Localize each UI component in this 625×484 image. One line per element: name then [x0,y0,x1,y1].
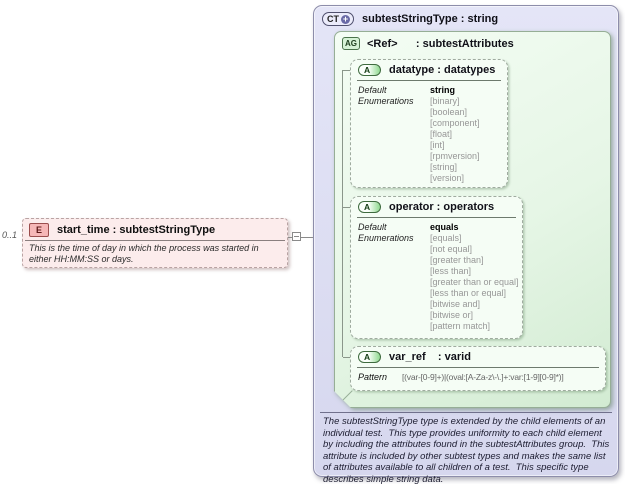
attribute-box-operator[interactable]: A operator : operators Default equals En… [350,196,523,339]
plus-icon: + [341,13,350,24]
tree-trunk-line [342,70,343,357]
attribute-group-title: <Ref> : subtestAttributes [367,37,514,50]
attribute-group-shadow: AG <Ref> : subtestAttributes A datatype … [334,31,611,408]
attribute-group-badge-icon: AG [342,37,360,50]
enum-value: [pattern match] [430,321,491,331]
enum-value: [boolean] [430,107,468,117]
attribute-title: var_ref : varid [389,351,471,363]
element-badge-icon: E [29,223,49,237]
divider [357,80,501,81]
complex-type-header[interactable]: CT+ subtestStringType : string [314,6,618,32]
pattern-label: Pattern [358,372,388,382]
complex-type-title: subtestStringType : string [362,13,499,25]
enum-value: [not equal] [430,244,473,254]
enumerations-label: Enumerations [358,96,414,106]
attribute-facets: Default equals Enumerations [equals] [no… [351,220,522,332]
enum-value: [less than] [430,266,472,276]
complex-type-badge-icon: CT+ [322,12,354,26]
attribute-header: A var_ref : varid [351,347,605,366]
enum-value: [rpmversion] [430,151,480,161]
attribute-header: A datatype : datatypes [351,60,507,79]
complex-type-badge-label: CT [327,14,339,24]
attribute-badge-icon: A [358,201,381,213]
element-description: This is the time of day in which the pro… [29,243,259,264]
attribute-badge-icon: A [358,64,381,76]
attribute-header: A operator : operators [351,197,522,216]
enum-value: [int] [430,140,445,150]
pattern-value: [(var-[0-9]+)|(oval:[A-Za-z\-\.]+:var:[1… [402,372,564,382]
tree-branch-line [343,357,350,358]
default-value: equals [430,222,459,232]
default-value: string [430,85,456,95]
enum-value: [float] [430,129,453,139]
attribute-facets: Default string Enumerations [binary] [bo… [351,83,507,184]
element-title: start_time : subtestStringType [57,224,216,236]
default-label: Default [358,85,387,95]
enum-value: [bitwise and] [430,299,481,309]
element-box-start-time[interactable]: E start_time : subtestStringType This is… [22,218,288,268]
attribute-box-var-ref[interactable]: A var_ref : varid Pattern [(var-[0-9]+)|… [350,346,606,391]
attribute-box-datatype[interactable]: A datatype : datatypes Default string En… [350,59,508,188]
cardinality-label: 0..1 [2,230,18,240]
attribute-badge-icon: A [358,351,381,363]
enum-value: [component] [430,118,480,128]
enum-value: [less than or equal] [430,288,507,298]
complex-type-documentation: The subtestStringType type is extended b… [323,416,612,484]
attribute-group-panel: AG <Ref> : subtestAttributes A datatype … [334,31,611,408]
attribute-group-header[interactable]: AG <Ref> : subtestAttributes [335,32,610,55]
enum-value: [greater than] [430,255,484,265]
collapse-handle-icon[interactable] [292,232,301,241]
attribute-title: operator : operators [389,201,495,213]
enum-value: [equals] [430,233,462,243]
enum-value: [string] [430,162,458,172]
complex-type-panel: CT+ subtestStringType : string AG <Ref> … [313,5,619,484]
element-header: E start_time : subtestStringType [23,219,287,240]
enum-value: [greater than or equal] [430,277,519,287]
attribute-facets: Pattern [(var-[0-9]+)|(oval:[A-Za-z\-\.]… [351,370,605,383]
divider [357,217,516,218]
enumerations-label: Enumerations [358,233,414,243]
tree-branch-line [343,70,350,71]
divider [357,367,599,368]
enum-value: [bitwise or] [430,310,474,320]
default-label: Default [358,222,387,232]
enum-value: [binary] [430,96,460,106]
tree-branch-line [343,207,350,208]
divider [320,412,612,413]
divider [25,240,285,241]
enum-value: [version] [430,173,465,183]
attribute-title: datatype : datatypes [389,64,496,76]
